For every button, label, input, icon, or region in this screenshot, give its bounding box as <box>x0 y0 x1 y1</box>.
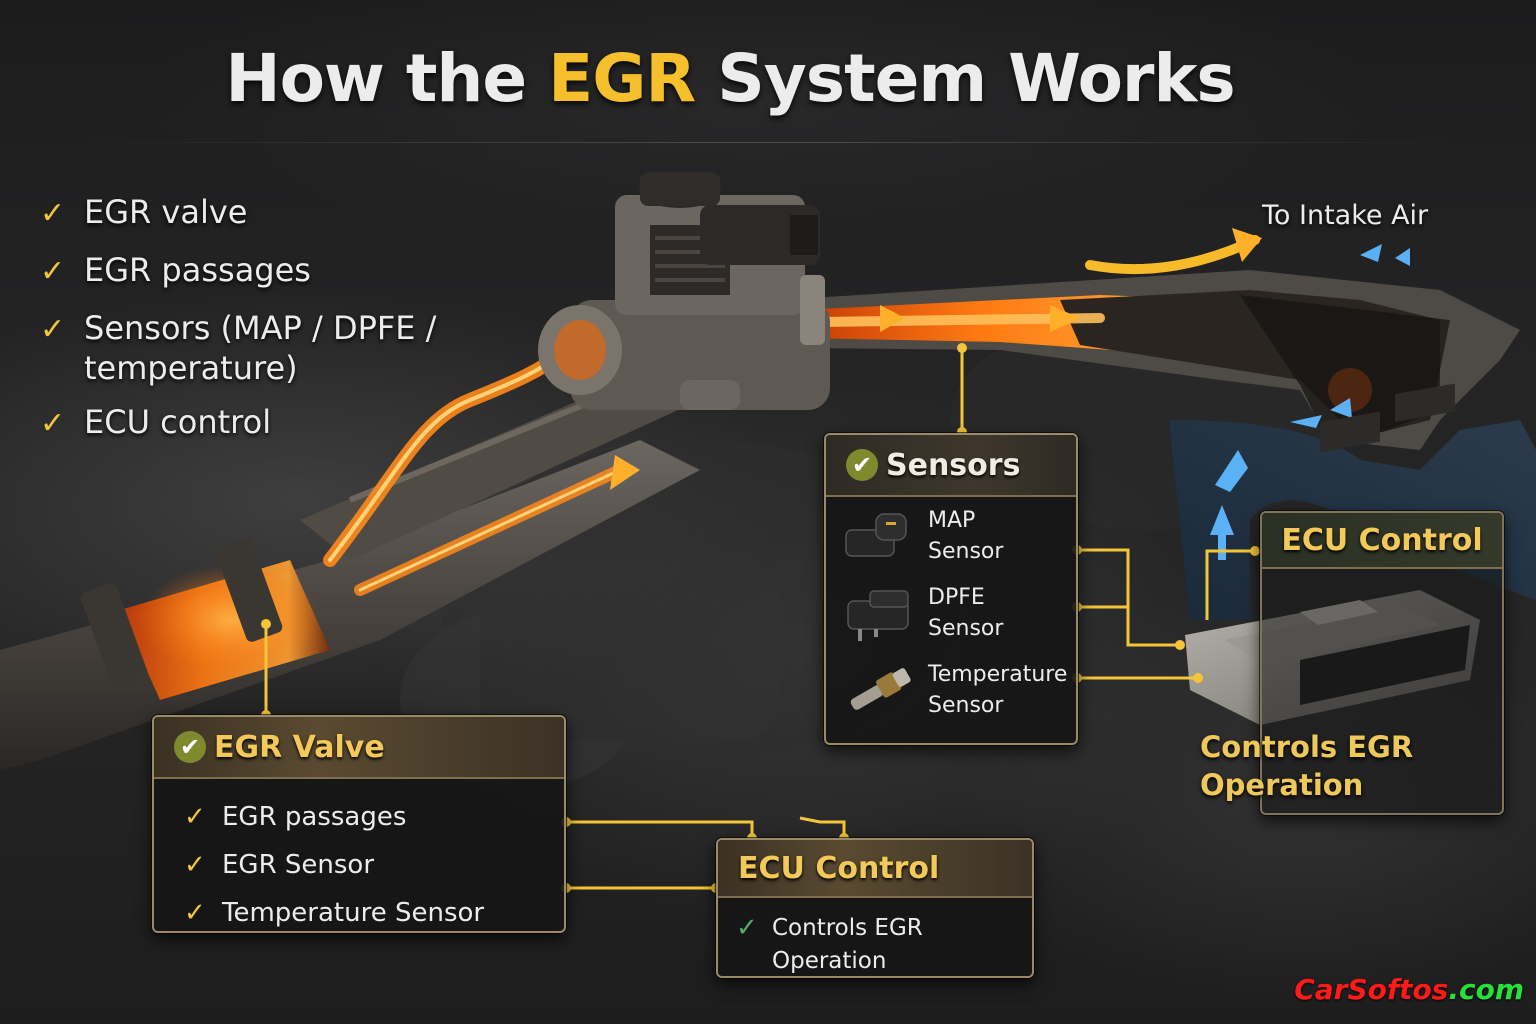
check-icon: ✓ <box>184 802 206 832</box>
ecu-caption: Controls EGR Operation <box>1200 728 1413 804</box>
list-item: ✓ EGR passages <box>184 793 564 841</box>
list-item-label: Temperature Sensor <box>222 898 485 928</box>
dpfe-sensor-icon <box>847 589 909 641</box>
panel-header: ✔ EGR Valve <box>154 717 564 779</box>
panel-header: ECU Control <box>1262 513 1502 569</box>
panel-title: EGR Valve <box>214 729 385 765</box>
sensor-name: DPFE <box>928 584 985 610</box>
check-icon: ✓ <box>40 312 66 347</box>
ecu-control-panel-bottom: ECU Control ✓ Controls EGR Operation <box>716 838 1034 978</box>
checklist-item: ✓ EGR passages <box>40 250 464 294</box>
checklist-item: ✓ EGR valve <box>40 192 464 236</box>
checklist-item: ✓ Sensors (MAP / DPFE / temperature) <box>40 308 464 388</box>
sensor-item-dpfe: DPFE Sensor <box>826 574 1076 651</box>
check-icon: ✓ <box>40 254 66 289</box>
panel-header: ✔ Sensors <box>826 435 1076 497</box>
intake-flow-arrows <box>1210 244 1410 560</box>
title-divider <box>70 142 1470 143</box>
map-sensor-icon <box>845 512 907 557</box>
sensors-panel: ✔ Sensors MAP Sensor DPFE Sensor <box>824 433 1078 745</box>
title-accent: EGR <box>548 40 696 117</box>
sensor-type: Sensor <box>928 538 1004 564</box>
checklist-label: EGR passages <box>84 251 311 289</box>
list-item-label: EGR Sensor <box>222 850 375 880</box>
page-title: How the EGR System Works <box>225 40 1235 117</box>
exhaust-pipe <box>0 370 700 770</box>
intake-air-label: To Intake Air <box>1262 200 1429 231</box>
component-checklist: ✓ EGR valve ✓ EGR passages ✓ Sensors (MA… <box>40 192 464 460</box>
checklist-label: EGR valve <box>84 193 248 231</box>
ecu-description-line: Controls EGR <box>772 915 923 941</box>
panel-title: Sensors <box>886 447 1021 483</box>
ecu-control-panel-right: ECU Control <box>1260 511 1504 815</box>
ecu-caption-line: Controls EGR <box>1200 730 1414 764</box>
checklist-label: Sensors (MAP / DPFE / temperature) <box>84 309 437 387</box>
sensor-item-map: MAP Sensor <box>826 497 1076 574</box>
exhaust-flow-arrows <box>323 235 1260 596</box>
panel-title: ECU Control <box>1281 522 1483 558</box>
brand-name: CarSoftos <box>1294 973 1449 1006</box>
check-badge-icon: ✔ <box>846 449 878 481</box>
list-item: ✓ EGR Sensor <box>184 841 564 889</box>
sensor-type: Sensor <box>928 692 1004 718</box>
ecu-description-line: Operation <box>772 948 887 974</box>
sensor-type: Sensor <box>928 615 1004 641</box>
check-badge-icon: ✔ <box>174 731 206 763</box>
green-check-icon: ✓ <box>736 913 758 943</box>
check-icon: ✓ <box>40 406 66 441</box>
sensor-name: Temperature <box>928 661 1068 687</box>
checklist-label: ECU control <box>84 403 272 441</box>
sensor-name: MAP <box>928 507 976 533</box>
check-icon: ✓ <box>184 850 206 880</box>
brand-watermark: CarSoftos.com <box>1294 973 1524 1006</box>
brand-domain: .com <box>1448 973 1524 1006</box>
checklist-item: ✓ ECU control <box>40 402 464 446</box>
panel-header: ECU Control <box>718 840 1032 898</box>
panel-title: ECU Control <box>738 850 940 886</box>
check-icon: ✓ <box>40 196 66 231</box>
connector-lines <box>264 348 1260 890</box>
list-item: ✓ Temperature Sensor <box>184 889 564 931</box>
ecu-caption-line: Operation <box>1200 768 1364 802</box>
egr-valve-panel: ✔ EGR Valve ✓ EGR passages ✓ EGR Sensor ✓ T… <box>152 715 566 933</box>
list-item-label: EGR passages <box>222 802 407 832</box>
temperature-sensor-icon <box>850 667 911 710</box>
check-icon: ✓ <box>184 898 206 928</box>
egr-valve-illustration <box>538 172 830 410</box>
